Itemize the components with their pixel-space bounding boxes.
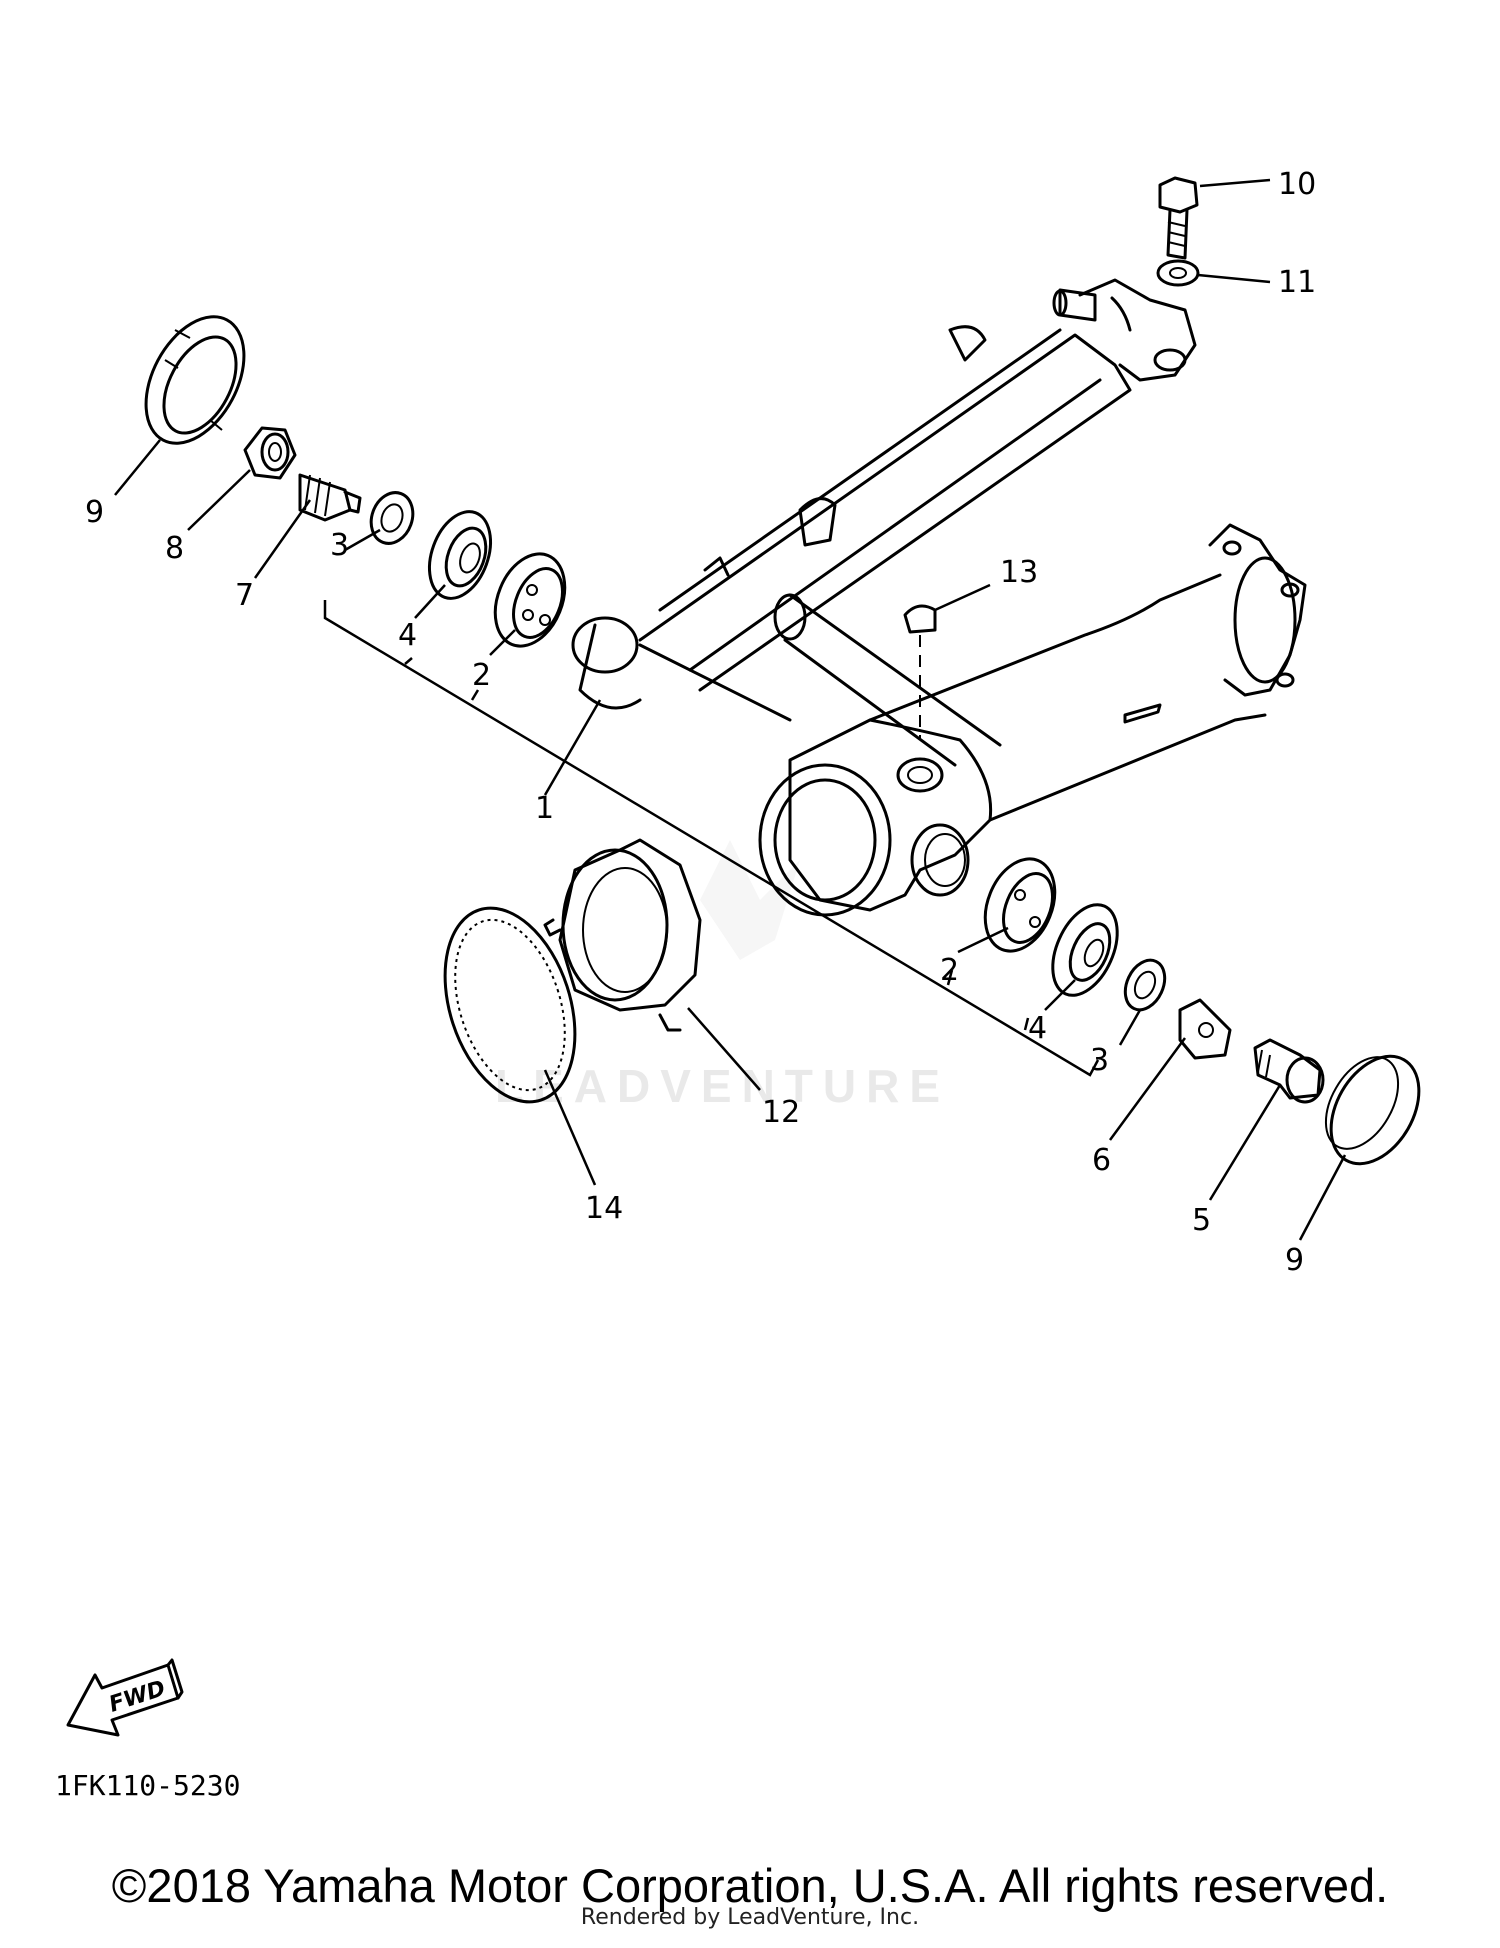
callout-14: 14 (585, 1191, 623, 1226)
callout-7: 7 (235, 578, 254, 613)
callout-6: 6 (1092, 1143, 1111, 1178)
gasket-14[interactable] (422, 891, 598, 1118)
leader-lines (114, 178, 1347, 1241)
cap-9-left[interactable] (126, 300, 264, 460)
callout-8: 8 (165, 531, 184, 566)
seal-3-left[interactable] (364, 487, 419, 550)
callout-5: 5 (1192, 1203, 1211, 1238)
callout-1: 1 (535, 791, 554, 826)
bearing-4-left[interactable] (418, 503, 501, 607)
callout-10: 10 (1278, 167, 1316, 202)
bearing-2-right[interactable] (972, 849, 1067, 962)
nut-8[interactable] (243, 426, 297, 480)
drawing-code: 1FK110-5230 (55, 1769, 240, 1802)
bolt-5[interactable] (1253, 1038, 1325, 1104)
callout-2-left: 2 (472, 658, 491, 693)
bearing-2-left[interactable] (482, 544, 577, 657)
callout-9-right: 9 (1285, 1243, 1304, 1278)
swing-arm[interactable] (571, 278, 1307, 917)
callout-13: 13 (1000, 555, 1038, 590)
group-bracket (323, 600, 1100, 1077)
callout-numbers: 10 11 13 9 8 7 3 4 2 1 2 4 3 6 5 9 12 14 (85, 167, 1316, 1278)
bearing-4-right[interactable] (1040, 895, 1130, 1005)
bolt-10[interactable] (1158, 176, 1199, 260)
stud-7[interactable] (298, 473, 362, 522)
callout-3-right: 3 (1090, 1043, 1109, 1078)
callout-4-right: 4 (1028, 1011, 1047, 1046)
plug-13[interactable] (903, 604, 937, 740)
cap-9-right[interactable] (1311, 1041, 1437, 1179)
callout-9-left: 9 (85, 495, 104, 530)
watermark-text: LEADVENTURE (495, 1060, 950, 1112)
copyright-notice: ©2018 Yamaha Motor Corporation, U.S.A. A… (111, 1859, 1389, 1912)
rendered-by-notice: Rendered by LeadVenture, Inc. (580, 1905, 920, 1930)
watermark-logo (700, 840, 800, 960)
callout-12: 12 (762, 1095, 800, 1130)
washer-11[interactable] (1156, 259, 1200, 287)
callout-4-left: 4 (398, 618, 417, 653)
seal-3-right[interactable] (1118, 954, 1173, 1016)
fwd-arrow: FWD (66, 1658, 184, 1737)
callout-11: 11 (1278, 265, 1316, 300)
plate-6[interactable] (1178, 998, 1232, 1060)
boot-12[interactable] (543, 838, 702, 1032)
callout-2-right: 2 (940, 953, 959, 988)
callout-3-left: 3 (330, 528, 349, 563)
